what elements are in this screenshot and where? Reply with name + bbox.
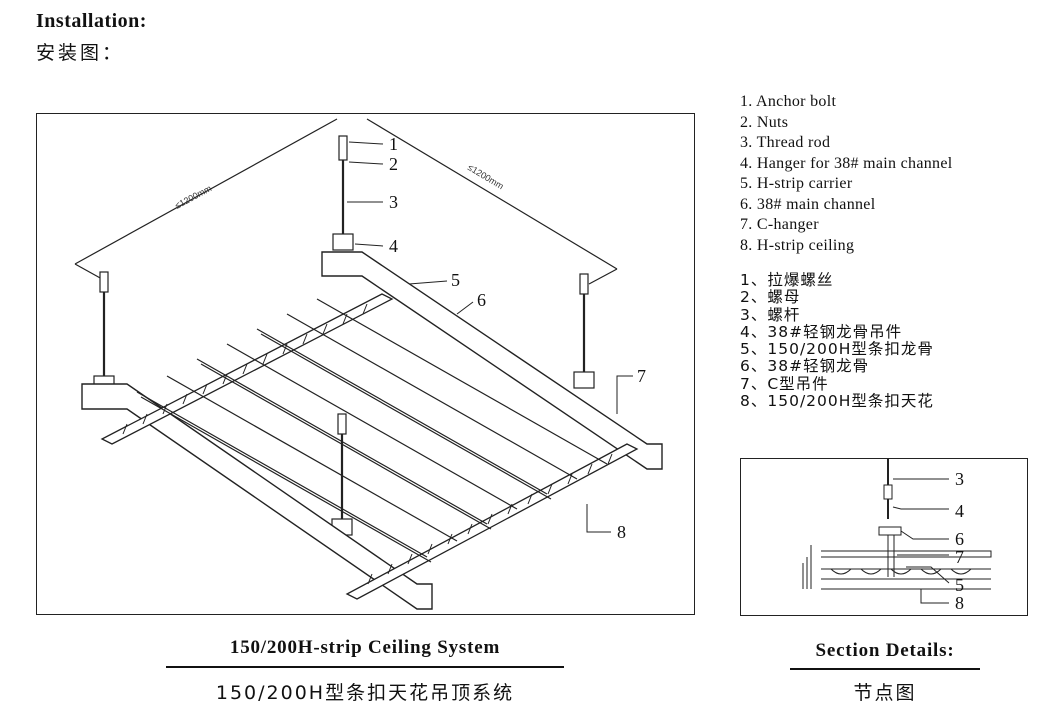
anchor-bolts — [99, 135, 589, 435]
main-diagram-frame: ≤1200mm ≤1200mm 1 2 3 4 5 6 7 8 — [36, 113, 695, 615]
legend-item: 8、150/200H型条扣天花 — [740, 392, 934, 411]
h-strip-carriers — [100, 293, 639, 600]
section-diagram-svg: 3 4 6 7 5 8 — [802, 459, 992, 613]
legend-item: 7、C型吊件 — [740, 374, 829, 393]
callout-4: 4 — [389, 236, 398, 256]
main-caption-en: 150/200H-strip Ceiling System — [229, 637, 501, 658]
legend-item: 6、38#轻钢龙骨 — [740, 357, 870, 376]
section-callout-3: 3 — [955, 469, 964, 489]
callout-7: 7 — [637, 366, 646, 386]
legend-item: 2、螺母 — [740, 288, 801, 307]
hangers — [93, 233, 595, 536]
main-caption-zh: 150/200H型条扣天花吊顶系统 — [215, 682, 515, 704]
callout-5: 5 — [451, 270, 460, 290]
legend-item: 3. Thread rod — [740, 134, 831, 151]
main-diagram-svg: ≤1200mm ≤1200mm 1 2 3 4 5 6 7 8 — [74, 118, 663, 610]
dimension-lines — [74, 118, 618, 285]
section-caption-zh: 节点图 — [853, 682, 917, 704]
legend-item: 4. Hanger for 38# main channel — [740, 154, 953, 172]
thread-rods — [102, 136, 586, 519]
legend-item: 5. H-strip carrier — [740, 175, 853, 192]
page-title-zh: 安装图： — [36, 42, 125, 64]
callout-6: 6 — [477, 290, 486, 310]
legend-chinese: 1、拉爆螺丝 2、螺母 3、螺杆 4、38#轻钢龙骨吊件 5、150/200H型… — [740, 271, 934, 411]
legend-item: 7. C-hanger — [740, 216, 819, 233]
legend-item: 1、拉爆螺丝 — [740, 271, 834, 289]
legend-item: 8. H-strip ceiling — [740, 236, 855, 254]
legend-item: 4、38#轻钢龙骨吊件 — [740, 322, 903, 341]
legend-item: 2. Nuts — [740, 113, 789, 131]
main-caption-rule — [166, 666, 564, 668]
section-caption-rule — [790, 668, 980, 670]
callout-3: 3 — [389, 192, 398, 212]
page-title-en: Installation: — [36, 10, 147, 32]
section-diagram-frame: 3 4 6 7 5 8 — [740, 458, 1028, 616]
section-callout-5: 5 — [955, 575, 964, 595]
callout-8: 8 — [617, 522, 626, 542]
section-callout-8: 8 — [955, 593, 964, 613]
h-strips — [136, 298, 608, 563]
section-callout-6: 6 — [955, 529, 964, 549]
section-caption-en: Section Details: — [815, 640, 955, 661]
section-callout-4: 4 — [955, 501, 964, 521]
carrier-notches — [122, 303, 613, 585]
legend-item: 5、150/200H型条扣龙骨 — [740, 340, 934, 359]
dimension-label-right: ≤1200mm — [466, 162, 505, 191]
callout-1: 1 — [389, 134, 398, 154]
section-callout-7: 7 — [955, 547, 964, 567]
dimension-label-left: ≤1200mm — [173, 183, 213, 211]
callout-leaders — [347, 141, 633, 533]
legend-item: 3、螺杆 — [740, 305, 801, 324]
legend-item: 6. 38# main channel — [740, 195, 876, 213]
legend-item: 1. Anchor bolt — [740, 93, 837, 110]
callout-2: 2 — [389, 154, 398, 174]
main-channels — [81, 251, 663, 610]
legend-english: 1. Anchor bolt 2. Nuts 3. Thread rod 4. … — [740, 92, 952, 256]
